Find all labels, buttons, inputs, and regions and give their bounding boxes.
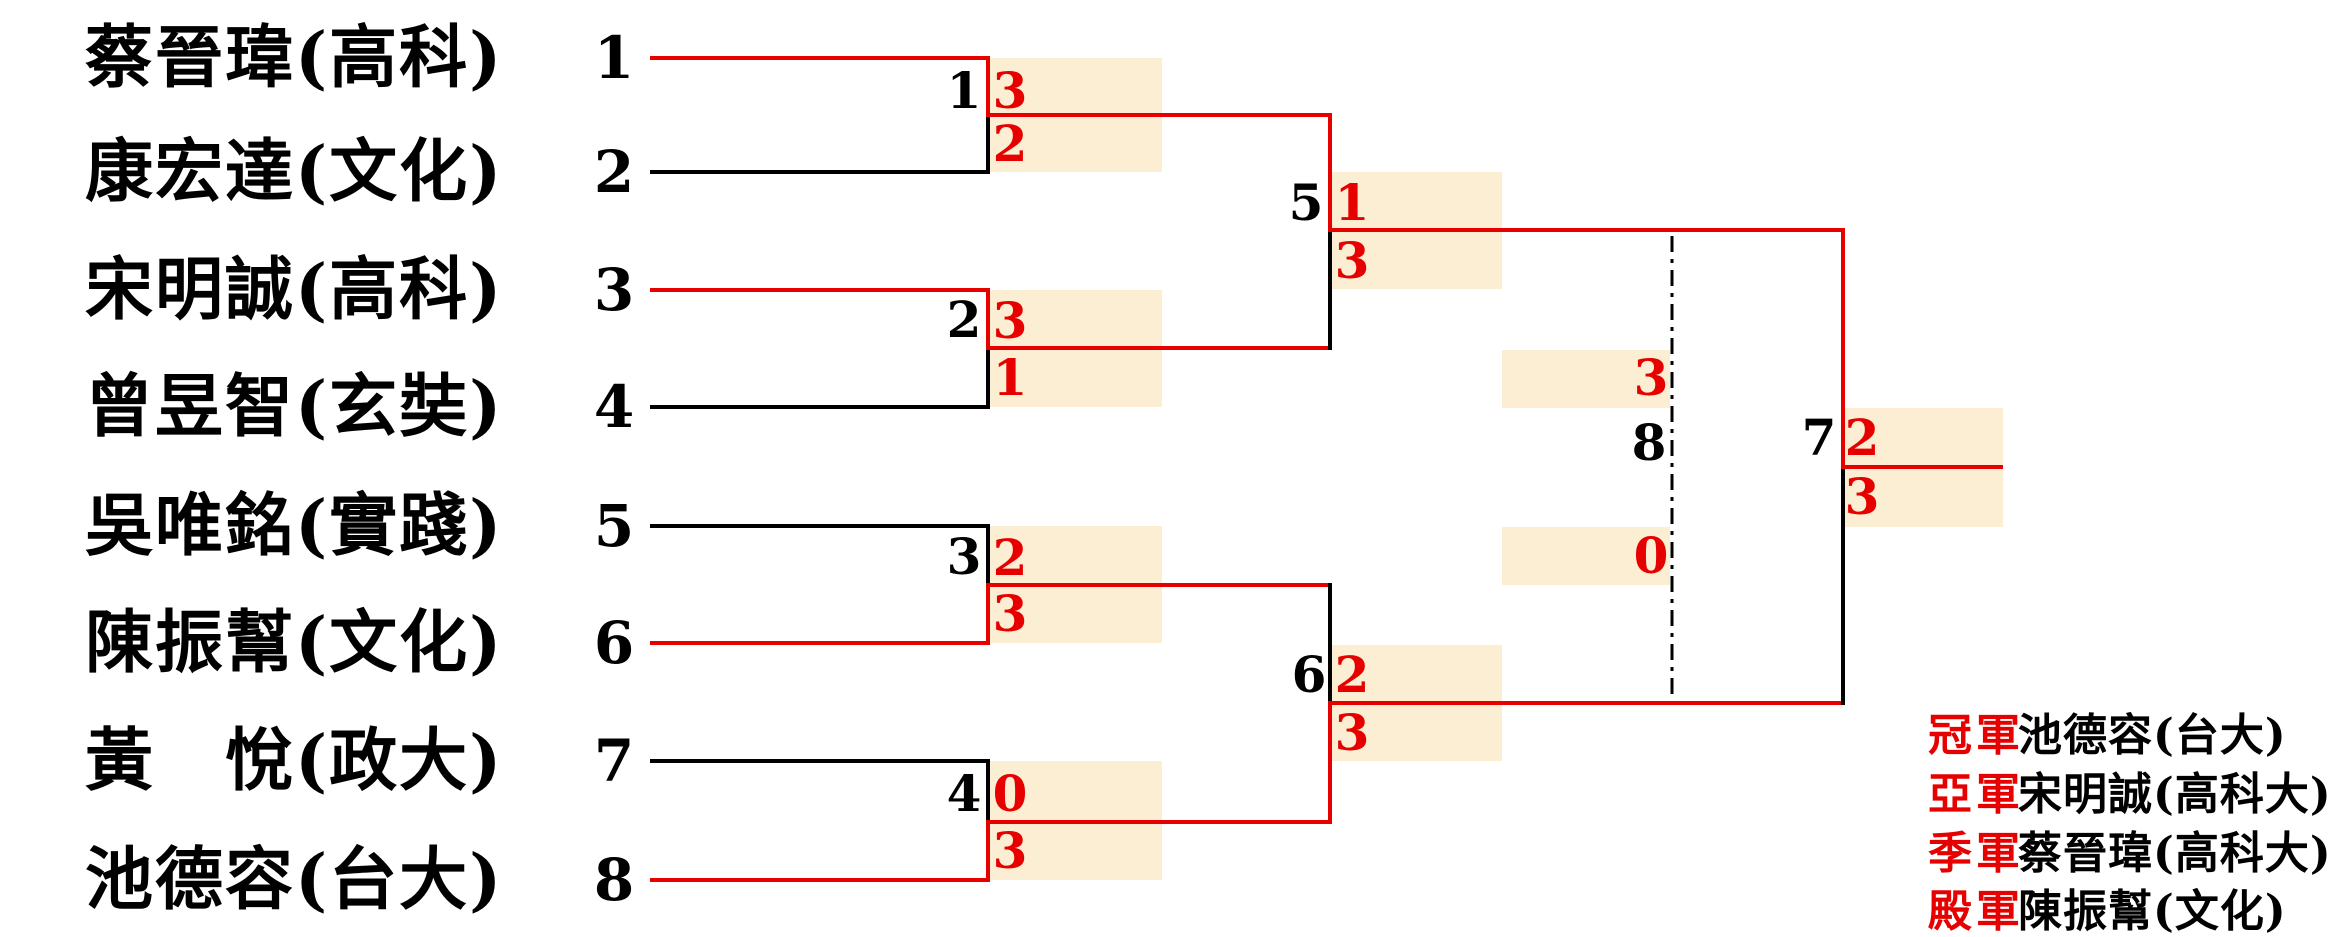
- player-seed-2: 2: [593, 138, 635, 206]
- match6-bottom-score: 3: [1334, 703, 1370, 762]
- match4-bottom-score: 3: [992, 821, 1028, 880]
- player-seed-1: 1: [593, 24, 635, 92]
- result-rank-3: 季軍: [1928, 828, 2024, 879]
- match1-label: 1: [946, 61, 982, 120]
- player6-line: [650, 641, 988, 645]
- match1-bottom-score: 2: [992, 114, 1028, 173]
- match4-winner-line: [986, 820, 1332, 824]
- match8-label: 8: [1631, 413, 1667, 472]
- match1-winner-line: [986, 113, 1332, 117]
- player-name-7: 黃 悅(政大): [85, 721, 504, 801]
- match2-label: 2: [946, 290, 982, 349]
- match4-bottom-score-box: [990, 822, 1162, 880]
- match6-top-score: 2: [1334, 645, 1370, 704]
- match5-label: 5: [1288, 173, 1324, 232]
- match6-label: 6: [1291, 645, 1327, 704]
- match2-bottom-score-box: [990, 348, 1162, 407]
- match4-top-vline: [986, 759, 990, 824]
- match3-label: 3: [946, 527, 982, 586]
- match2-bottom-vline: [986, 348, 990, 409]
- player4-line: [650, 405, 988, 409]
- result-player-3: 蔡晉瑋(高科大): [2018, 828, 2332, 879]
- match4-top-score: 0: [992, 764, 1028, 823]
- match7-top-score: 2: [1844, 408, 1880, 467]
- match1-bottom-vline: [986, 115, 990, 174]
- third-place-match-line: [1670, 236, 1674, 697]
- match8-bottom-score-box: [1502, 527, 1670, 585]
- match1-top-score: 3: [992, 61, 1028, 120]
- match3-bottom-score-box: [990, 585, 1162, 643]
- player3-line: [650, 288, 988, 292]
- player-name-8: 池德容(台大): [85, 840, 504, 920]
- match5-top-score-box: [1332, 172, 1502, 230]
- match7-top-score-box: [1845, 408, 2003, 467]
- match6-winner-line: [1328, 701, 1845, 705]
- match1-bottom-score-box: [990, 115, 1162, 172]
- player-seed-5: 5: [593, 492, 635, 560]
- player5-line: [650, 524, 988, 528]
- match6-top-vline: [1328, 583, 1332, 705]
- player-name-5: 吳唯銘(實踐): [85, 486, 504, 566]
- result-player-1: 池德容(台大): [2018, 710, 2287, 761]
- match3-top-score-box: [990, 526, 1162, 585]
- match4-top-score-box: [990, 761, 1162, 822]
- match7-winner-line: [1841, 465, 2003, 469]
- player7-line: [650, 759, 988, 763]
- match3-bottom-score: 3: [992, 584, 1028, 643]
- player-seed-7: 7: [593, 727, 635, 795]
- match6-bottom-score-box: [1332, 703, 1502, 761]
- match7-bottom-score-box: [1845, 467, 2003, 527]
- player-seed-8: 8: [593, 846, 635, 914]
- match6-top-score-box: [1332, 645, 1502, 703]
- result-rank-1: 冠軍: [1928, 710, 2024, 761]
- match2-top-score: 3: [992, 291, 1028, 350]
- player-name-2: 康宏達(文化): [85, 132, 504, 212]
- match3-bottom-vline: [986, 585, 990, 645]
- match5-bottom-score-box: [1332, 230, 1502, 289]
- match8-top-score-box: [1502, 350, 1670, 408]
- match5-winner-line: [1328, 228, 1845, 232]
- player-seed-3: 3: [593, 256, 635, 324]
- match5-top-vline: [1328, 113, 1332, 232]
- player-name-3: 宋明誠(高科): [85, 250, 504, 330]
- match7-bottom-score: 3: [1844, 467, 1880, 526]
- match8-bottom-score: 0: [1633, 526, 1669, 585]
- match1-top-vline: [986, 56, 990, 117]
- match2-top-vline: [986, 288, 990, 350]
- result-rank-4: 殿軍: [1928, 886, 2024, 937]
- player2-line: [650, 170, 988, 174]
- match2-top-score-box: [990, 290, 1162, 348]
- result-rank-2: 亞軍: [1928, 769, 2024, 820]
- player-name-1: 蔡晉瑋(高科): [85, 18, 504, 98]
- result-player-4: 陳振幫(文化): [2018, 886, 2287, 937]
- match8-top-score: 3: [1633, 348, 1669, 407]
- match2-winner-line: [986, 346, 1332, 350]
- match3-top-score: 2: [992, 528, 1028, 587]
- player-name-6: 陳振幫(文化): [85, 603, 504, 683]
- player-seed-6: 6: [593, 609, 635, 677]
- match2-bottom-score: 1: [992, 348, 1028, 407]
- player-name-4: 曾昱智(玄奘): [85, 367, 504, 447]
- player-seed-4: 4: [593, 373, 635, 441]
- match7-top-vline: [1841, 228, 1845, 469]
- result-player-2: 宋明誠(高科大): [2018, 769, 2332, 820]
- match5-top-score: 1: [1334, 173, 1370, 232]
- match3-winner-line: [986, 583, 1332, 587]
- match4-bottom-vline: [986, 822, 990, 882]
- match7-label: 7: [1801, 408, 1837, 467]
- match7-bottom-vline: [1841, 465, 1845, 705]
- match5-bottom-vline: [1328, 230, 1332, 350]
- match3-top-vline: [986, 524, 990, 587]
- player1-line: [650, 56, 988, 60]
- match1-top-score-box: [990, 58, 1162, 115]
- match5-bottom-score: 3: [1334, 231, 1370, 290]
- match4-label: 4: [946, 764, 982, 823]
- match6-bottom-vline: [1328, 701, 1332, 824]
- player8-line: [650, 878, 988, 882]
